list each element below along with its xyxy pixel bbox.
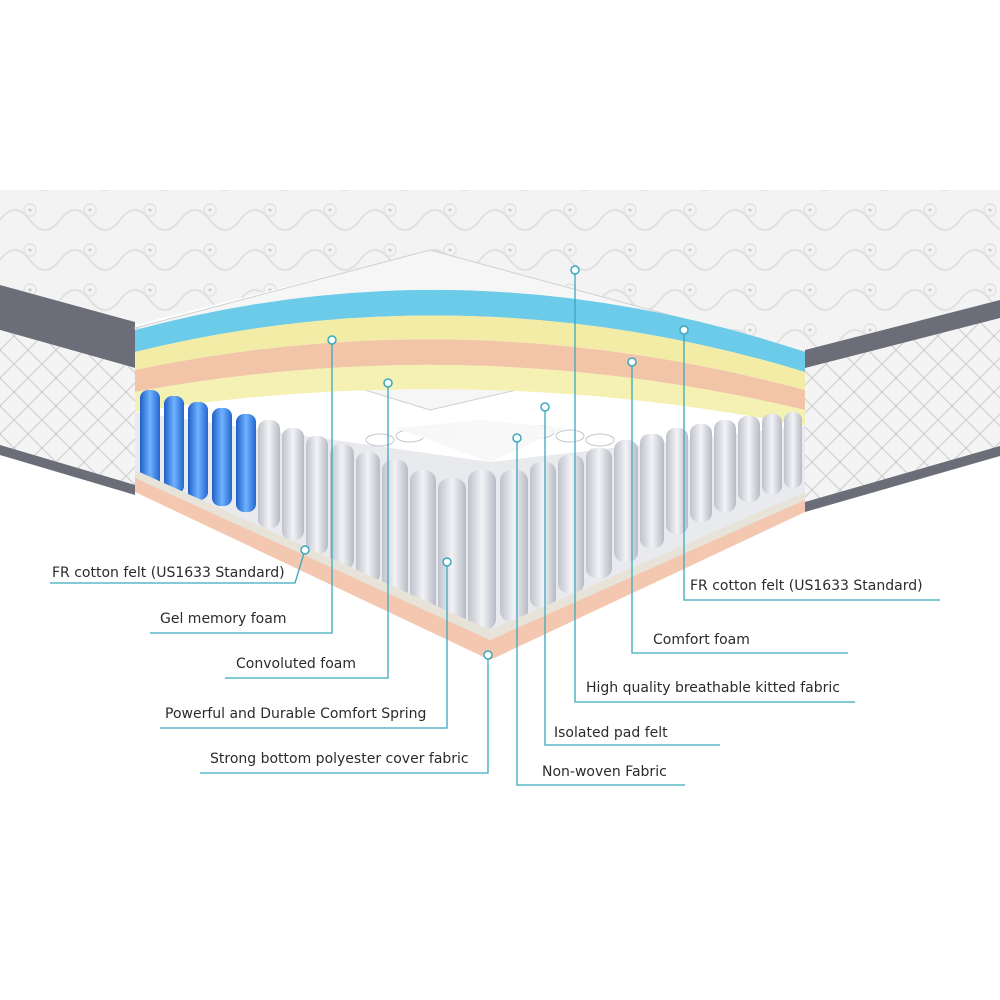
comfort-foam-layer	[135, 315, 805, 390]
blue-springs	[140, 390, 256, 512]
callout-dots	[300, 265, 689, 660]
left-side-panel	[0, 330, 135, 490]
convoluted-foam-layer	[135, 339, 805, 410]
label-fr-cotton-felt-right: FR cotton felt (US1633 Standard)	[690, 578, 923, 594]
left-border-band	[0, 285, 135, 368]
label-comfort-spring: Powerful and Durable Comfort Spring	[165, 706, 427, 722]
leader-lines-right	[516, 270, 940, 786]
label-isolated-pad-felt: Isolated pad felt	[554, 725, 668, 741]
bottom-fabric	[135, 476, 805, 660]
right-border-band	[805, 300, 1000, 370]
pad-felt-layer	[135, 364, 805, 426]
pocket-springs	[258, 412, 802, 630]
label-fr-cotton-felt-left: FR cotton felt (US1633 Standard)	[52, 565, 285, 581]
label-comfort-foam: Comfort foam	[653, 632, 750, 648]
leader-lines-left	[50, 340, 489, 774]
label-kitted-fabric: High quality breathable kitted fabric	[586, 680, 840, 696]
gel-foam-layer	[135, 289, 805, 372]
label-non-woven-fabric: Non-woven Fabric	[542, 764, 667, 780]
label-gel-memory-foam: Gel memory foam	[160, 611, 287, 627]
label-convoluted-foam: Convoluted foam	[236, 656, 356, 672]
label-bottom-polyester-fabric: Strong bottom polyester cover fabric	[210, 751, 469, 767]
quilted-top-surface	[0, 190, 1000, 352]
